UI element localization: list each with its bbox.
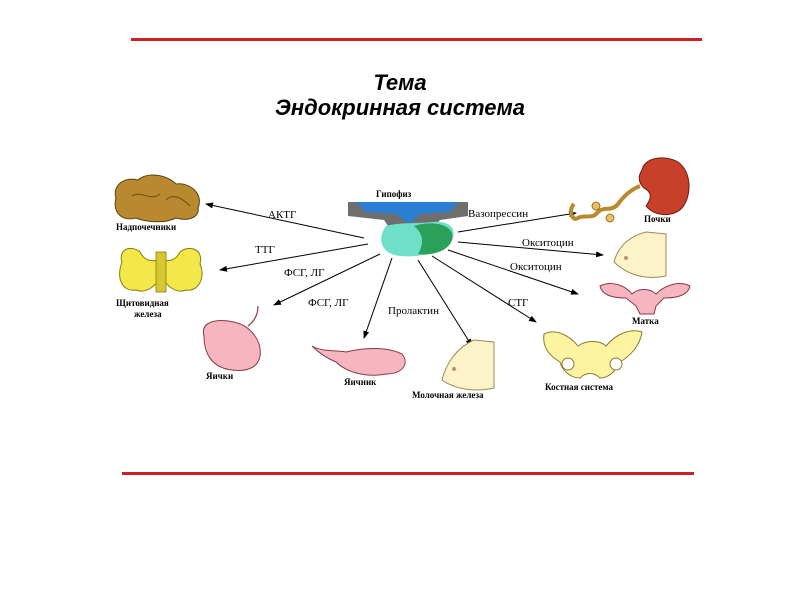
slide-title-line1: Тема (373, 70, 427, 95)
caption-skeletal: Костная система (545, 382, 613, 392)
pituitary-gland: Гипофиз (348, 189, 468, 257)
label-fsg-lg-2: ФСГ, ЛГ (308, 297, 348, 309)
caption-mammary: Молочная железа (412, 390, 484, 400)
kidney-illustration: Почки (569, 157, 690, 224)
arrow-fsg-ovary (363, 257, 393, 339)
breast-illustration (613, 231, 667, 278)
caption-testes: Яички (206, 371, 233, 381)
mammary-gland-illustration: Молочная железа (412, 339, 495, 400)
label-stg: СТГ (508, 297, 528, 309)
adrenal-glands-illustration: Надпочечники (114, 174, 200, 232)
arrow-oxytocin-breast (457, 241, 604, 258)
caption-ovary: Яичник (344, 377, 377, 387)
ovary-illustration: Яичник (311, 345, 406, 387)
label-vasopressin: Вазопрессин (468, 208, 528, 220)
label-ttg: ТТГ (255, 244, 275, 256)
arrow-fsg-testes (273, 253, 381, 306)
label-oxytocin-1: Окситоцин (522, 237, 574, 249)
testes-illustration: Яички (202, 305, 261, 381)
label-prolactin: Пролактин (388, 305, 439, 317)
skeletal-system-illustration: Костная система (543, 330, 643, 392)
arrow-vasopressin (457, 211, 577, 233)
arrow-oxytocin-uterus (447, 249, 579, 295)
arrow-stg (431, 255, 537, 323)
hormone-arrows (205, 202, 604, 347)
thyroid-illustration: Щитовидная железа (116, 247, 203, 319)
arrow-actg (205, 202, 365, 239)
label-fsg-lg-1: ФСГ, ЛГ (284, 267, 324, 279)
caption-uterus: Матка (632, 316, 659, 326)
uterus-illustration: Матка (599, 283, 691, 326)
label-oxytocin-2: Окситоцин (510, 261, 562, 273)
caption-kidney: Почки (644, 214, 671, 224)
caption-thyroid-2: железа (134, 309, 162, 319)
pituitary-label: Гипофиз (376, 189, 412, 199)
slide-title-line2: Эндокринная система (275, 95, 525, 120)
label-actg: АКТГ (268, 209, 296, 221)
top-rule (131, 38, 702, 41)
arrow-ttg (219, 243, 369, 272)
arrow-prolactin (417, 259, 473, 347)
caption-adrenals: Надпочечники (116, 222, 176, 232)
bottom-rule (122, 472, 694, 475)
caption-thyroid-1: Щитовидная (116, 298, 169, 308)
